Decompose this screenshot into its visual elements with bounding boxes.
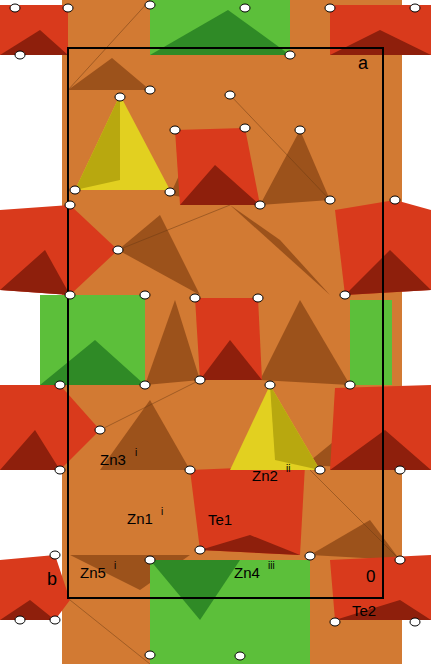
symmetry-code: i xyxy=(114,560,116,571)
atom-label: Zn1 xyxy=(127,511,153,528)
yellow-tetrahedra xyxy=(75,95,320,470)
symmetry-code: i xyxy=(161,506,163,517)
axis-label: b xyxy=(47,570,57,590)
green-polyhedra xyxy=(40,0,392,664)
atom-label: Zn3 xyxy=(100,452,126,469)
axis-label: a xyxy=(358,54,368,74)
atom-label: Zn4 xyxy=(234,565,260,582)
atom-label: Zn5 xyxy=(80,565,106,582)
unit-cell xyxy=(68,48,383,598)
oxygen-atoms xyxy=(10,1,420,660)
atom-label: Zn2 xyxy=(252,468,278,485)
atom-label: Te2 xyxy=(352,603,376,620)
origin-label: 0 xyxy=(366,568,375,587)
symmetry-code: ii xyxy=(286,463,290,474)
red-octahedra xyxy=(0,5,431,620)
atom-label: Te1 xyxy=(208,512,232,529)
symmetry-code: i xyxy=(135,447,137,458)
symmetry-code: iii xyxy=(268,560,275,571)
